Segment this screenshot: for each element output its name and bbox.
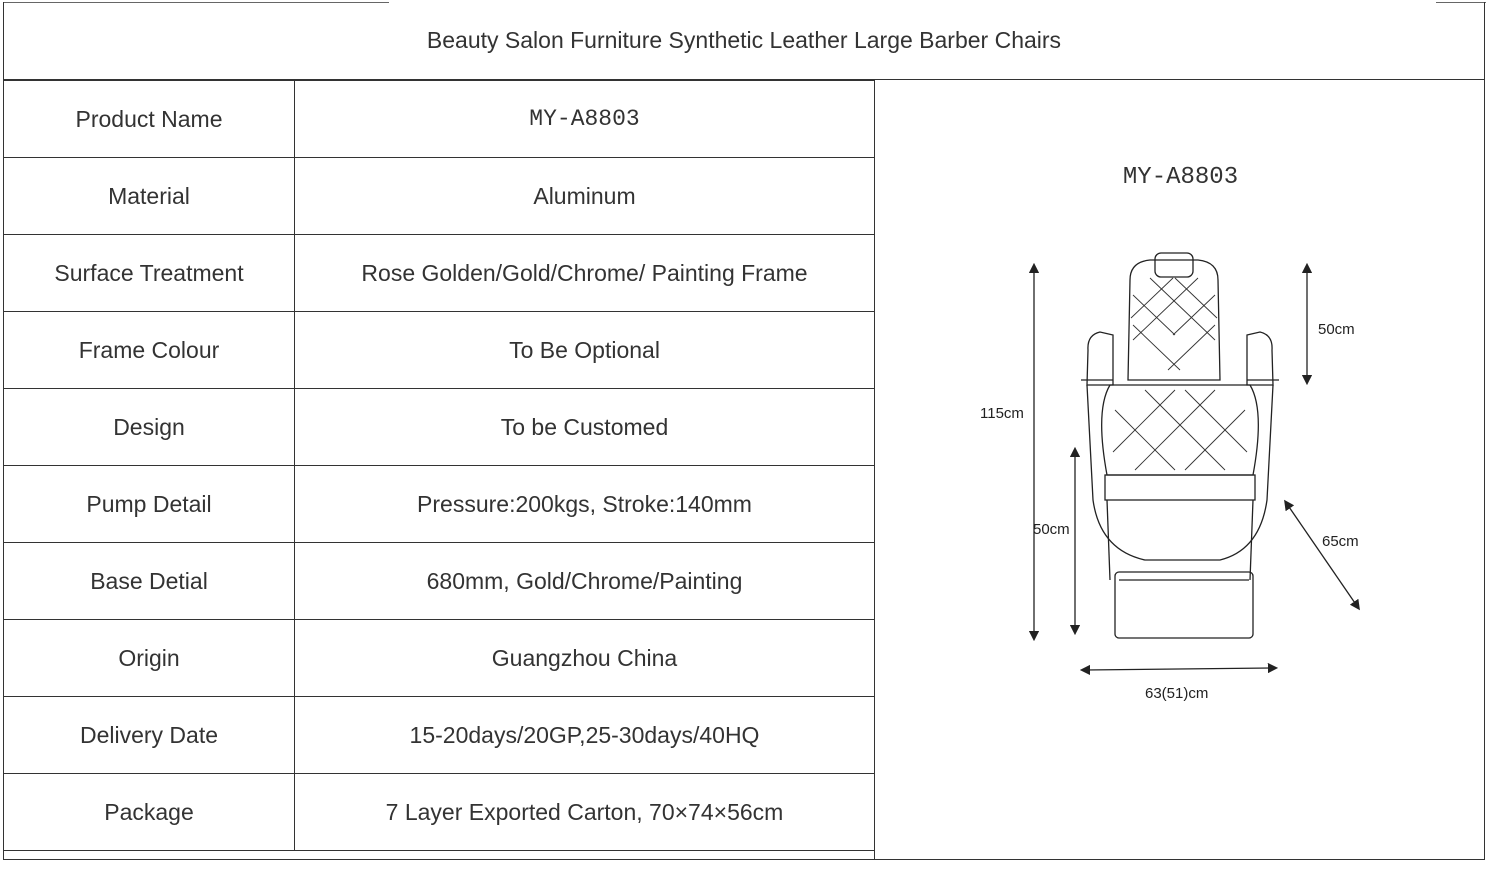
row-value: 15-20days/20GP,25-30days/40HQ: [294, 696, 875, 774]
row-value: 680mm, Gold/Chrome/Painting: [294, 542, 875, 620]
row-value: To be Customed: [294, 388, 875, 466]
table-row: Delivery Date 15-20days/20GP,25-30days/4…: [3, 696, 875, 774]
row-label: Delivery Date: [3, 696, 295, 774]
row-value: Aluminum: [294, 157, 875, 235]
chair-diagram-panel: MY-A8803: [874, 80, 1485, 860]
row-value: Rose Golden/Gold/Chrome/ Painting Frame: [294, 234, 875, 312]
row-value: MY-A8803: [294, 80, 875, 158]
row-label: Base Detial: [3, 542, 295, 620]
row-label: Frame Colour: [3, 311, 295, 389]
table-row: Material Aluminum: [3, 157, 875, 235]
dimension-depth-label: 65cm: [1322, 533, 1359, 550]
row-label: Package: [3, 773, 295, 851]
row-label: Surface Treatment: [3, 234, 295, 312]
dimension-backrest-label: 50cm: [1318, 321, 1355, 338]
top-border-right: [1436, 2, 1486, 3]
row-value: 7 Layer Exported Carton, 70×74×56cm: [294, 773, 875, 851]
table-row: Frame Colour To Be Optional: [3, 311, 875, 389]
row-label: Design: [3, 388, 295, 466]
dimension-total-height-label: 115cm: [980, 405, 1024, 422]
spec-table: Product Name MY-A8803 Material Aluminum …: [3, 80, 875, 851]
row-label: Origin: [3, 619, 295, 697]
dimension-width-label: 63(51)cm: [1145, 685, 1209, 702]
row-label: Material: [3, 157, 295, 235]
diagram-model-name: MY-A8803: [1122, 164, 1239, 191]
table-row: Base Detial 680mm, Gold/Chrome/Painting: [3, 542, 875, 620]
row-value: To Be Optional: [294, 311, 875, 389]
table-row: Product Name MY-A8803: [3, 80, 875, 158]
row-value: Guangzhou China: [294, 619, 875, 697]
top-border-left: [3, 2, 389, 3]
row-value: Pressure:200kgs, Stroke:140mm: [294, 465, 875, 543]
table-row: Origin Guangzhou China: [3, 619, 875, 697]
table-row: Surface Treatment Rose Golden/Gold/Chrom…: [3, 234, 875, 312]
dimension-seat-height-label: 50cm: [1033, 521, 1070, 538]
table-row: Design To be Customed: [3, 388, 875, 466]
page-title: Beauty Salon Furniture Synthetic Leather…: [3, 2, 1485, 80]
barber-chair-drawing: [1028, 252, 1360, 676]
row-label: Product Name: [3, 80, 295, 158]
table-row: Package 7 Layer Exported Carton, 70×74×5…: [3, 773, 875, 851]
table-row: Pump Detail Pressure:200kgs, Stroke:140m…: [3, 465, 875, 543]
row-label: Pump Detail: [3, 465, 295, 543]
